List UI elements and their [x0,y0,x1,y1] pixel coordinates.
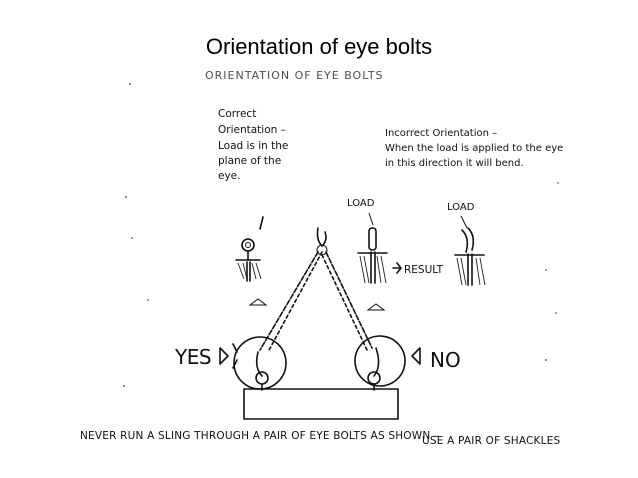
bent-eye-bolt-illustration: LOAD [447,202,486,286]
result-label: RESULT [404,264,444,276]
sling-and-load-illustration [233,227,406,420]
incorrect-note-line-2: When the load is applied to the eye [385,143,563,154]
no-indicator: NO [411,347,461,372]
correct-note-line-1: Correct [218,108,256,120]
slide-title: Orientation of eye bolts [205,34,433,59]
scan-header: ORIENTATION OF EYE BOLTS [205,69,384,82]
incorrect-eye-bolt-illustration: LOAD RESULT [347,198,444,284]
correct-note-line-5: eye. [218,170,240,182]
footer-advice: USE A PAIR OF SHACKLES [422,435,561,447]
incorrect-note-line-3: in this direction it will bend. [385,158,524,169]
correct-eye-bolt-illustration [235,216,264,282]
correct-note-line-2: Orientation – [218,124,286,136]
correct-orientation-note: Correct Orientation – Load is in the pla… [218,108,288,182]
incorrect-orientation-note: Incorrect Orientation – When the load is… [385,128,563,169]
load-label-1: LOAD [347,198,375,209]
no-label: NO [430,348,461,372]
load-label-2: LOAD [447,202,475,213]
yes-indicator: YES [174,343,238,369]
correct-note-line-3: Load is in the [218,140,288,152]
footer-warning: NEVER RUN A SLING THROUGH A PAIR OF EYE … [80,430,439,442]
correct-note-line-4: plane of the [218,155,281,167]
incorrect-note-line-1: Incorrect Orientation – [385,128,497,139]
scan-speckles [123,83,559,387]
yes-label: YES [174,345,211,369]
